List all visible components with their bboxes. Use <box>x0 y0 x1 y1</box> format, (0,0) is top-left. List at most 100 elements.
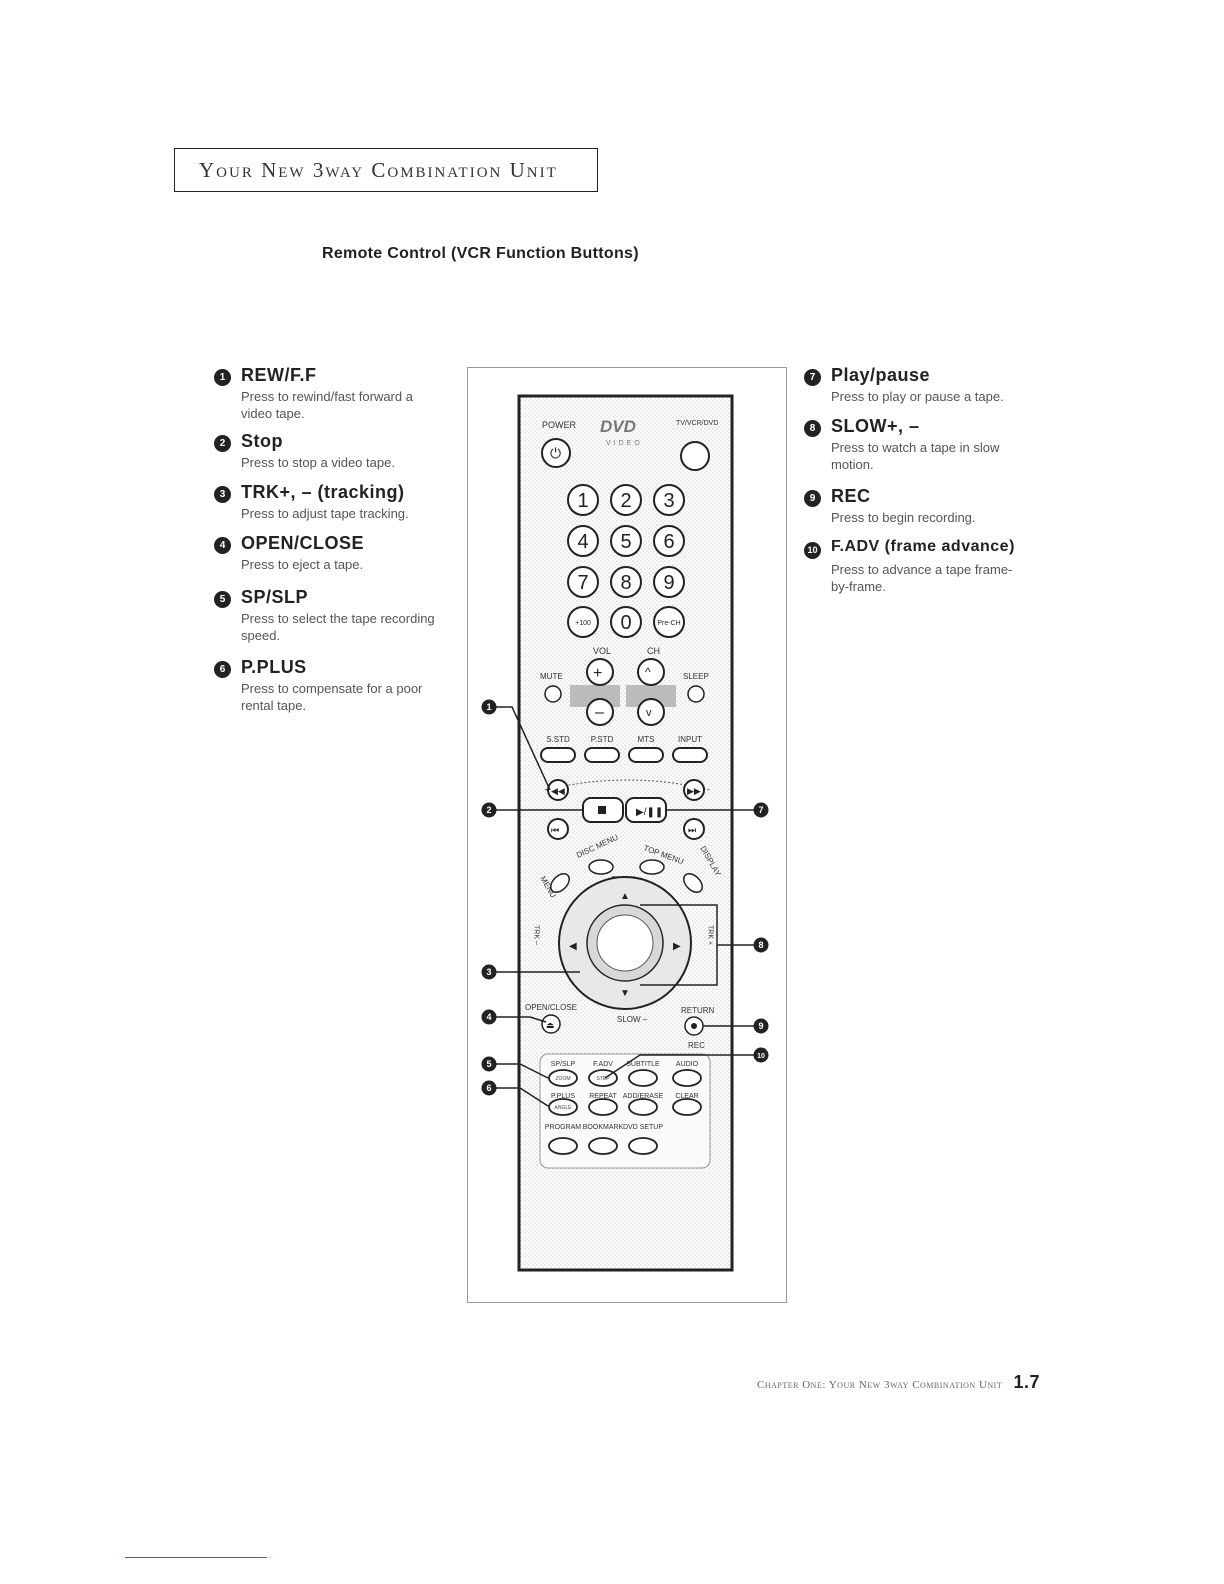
bottom-button-label: BOOKMARK <box>583 1124 624 1131</box>
mode-button[interactable] <box>680 441 710 471</box>
bottom-button-label: REPEAT <box>589 1093 617 1100</box>
rec-dot-icon <box>691 1023 697 1029</box>
item-desc: Press to adjust tape tracking. <box>241 506 409 521</box>
item-title: OPEN/CLOSE <box>241 533 365 553</box>
digit-button[interactable] <box>567 606 599 638</box>
item-number: 5 <box>214 591 231 608</box>
digit-button[interactable] <box>567 525 599 557</box>
header-box: Your New 3way Combination Unit <box>174 148 598 192</box>
item-desc: Press to select the tape recording speed… <box>241 611 435 643</box>
item-title: F.ADV (frame advance) <box>831 538 1015 555</box>
dvd-logo-sub: VIDEO <box>606 440 643 447</box>
bottom-button-label: PROGRAM <box>545 1124 581 1131</box>
item-desc: Press to advance a tape frame-by-frame. <box>831 562 1013 594</box>
digit-button[interactable] <box>610 566 642 598</box>
bottom-button[interactable] <box>548 1137 578 1155</box>
arrow-right-icon: ▶ <box>673 941 681 952</box>
mode-row-button[interactable] <box>540 747 576 763</box>
bottom-button[interactable] <box>588 1098 618 1116</box>
item-title: Stop <box>241 431 283 451</box>
mode-row-button[interactable] <box>672 747 708 763</box>
mode-row-label: INPUT <box>678 735 702 744</box>
mode-row-button[interactable] <box>584 747 620 763</box>
bottom-button[interactable] <box>548 1069 578 1087</box>
digit-label: 4 <box>577 531 588 553</box>
item-number: 2 <box>214 435 231 452</box>
vol-down-button[interactable] <box>586 698 614 726</box>
item-number: 4 <box>214 537 231 554</box>
digit-label: 3 <box>663 490 674 512</box>
digit-button[interactable] <box>567 484 599 516</box>
rec-label: REC <box>688 1041 705 1050</box>
vol-up-button[interactable] <box>586 658 614 686</box>
skip-forward-icon: ⏭ <box>688 825 696 835</box>
digit-button[interactable] <box>653 484 685 516</box>
bottom-button[interactable] <box>588 1137 618 1155</box>
digit-label: 6 <box>663 531 674 553</box>
mute-button[interactable] <box>544 685 562 703</box>
ff-button[interactable] <box>683 779 705 801</box>
callout-number: 9 <box>758 1021 763 1031</box>
bottom-panel <box>539 1053 711 1169</box>
item-desc: Press to compensate for a poor rental ta… <box>241 681 423 713</box>
sleep-label: SLEEP <box>683 672 709 681</box>
dvd-logo: DVD <box>600 417 636 436</box>
item-desc: Press to watch a tape in slow motion. <box>831 440 1000 472</box>
digit-button[interactable] <box>610 525 642 557</box>
slow-minus-label: SLOW – <box>617 1015 648 1024</box>
bottom-button[interactable] <box>548 1098 578 1116</box>
item-title: SP/SLP <box>241 587 309 607</box>
disc-menu-button[interactable] <box>588 859 614 875</box>
remote-frame <box>467 367 787 1303</box>
digit-button[interactable] <box>610 484 642 516</box>
digit-button[interactable] <box>610 606 642 638</box>
digit-label: 5 <box>620 531 631 553</box>
bottom-button[interactable] <box>628 1069 658 1087</box>
item-number: 6 <box>214 661 231 678</box>
digit-button[interactable] <box>653 525 685 557</box>
fast-forward-icon: ▶▶ <box>687 786 701 796</box>
callout-marker <box>753 802 769 818</box>
trk-plus-label: TRK + <box>707 925 714 945</box>
callout-marker <box>753 1047 769 1063</box>
open-close-button[interactable] <box>541 1014 561 1034</box>
item-desc: Press to rewind/fast forward a video tap… <box>241 389 413 421</box>
menu-button[interactable] <box>547 870 572 895</box>
trk-minus-label: TRK – <box>533 925 540 945</box>
display-button[interactable] <box>680 870 705 895</box>
callout-line-10 <box>604 1054 754 1079</box>
bottom-button[interactable] <box>628 1098 658 1116</box>
bottom-button[interactable] <box>628 1137 658 1155</box>
digit-button[interactable] <box>653 566 685 598</box>
digit-button[interactable] <box>653 606 685 638</box>
eject-icon: ⏏ <box>546 1020 555 1030</box>
skip-forward-button[interactable] <box>683 818 705 840</box>
mode-row-button[interactable] <box>628 747 664 763</box>
digit-label: +100 <box>575 620 591 627</box>
ch-band <box>626 685 676 707</box>
power-button[interactable] <box>541 438 571 468</box>
digit-label: 0 <box>620 612 631 634</box>
bottom-button-label: CLEAR <box>675 1093 698 1100</box>
top-menu-button[interactable] <box>639 859 665 875</box>
digit-label: 2 <box>620 490 631 512</box>
sleep-button[interactable] <box>687 685 705 703</box>
ch-down-button[interactable] <box>637 698 665 726</box>
bottom-button-label: SP/SLP <box>551 1061 576 1068</box>
plus-icon: + <box>593 665 602 682</box>
enter-button[interactable] <box>596 914 654 972</box>
rew-button[interactable] <box>547 779 569 801</box>
bottom-button[interactable] <box>672 1098 702 1116</box>
section-title: Remote Control (VCR Function Buttons) <box>322 245 639 262</box>
digit-button[interactable] <box>567 566 599 598</box>
callout-number: 3 <box>486 967 491 977</box>
stop-icon <box>598 806 606 814</box>
power-icon: ⏻ <box>550 445 561 461</box>
skip-back-button[interactable] <box>547 818 569 840</box>
bottom-button[interactable] <box>672 1069 702 1087</box>
item-number: 3 <box>214 486 231 503</box>
ch-up-button[interactable] <box>637 658 665 686</box>
bottom-button-sublabel: ZOOM <box>556 1076 571 1082</box>
